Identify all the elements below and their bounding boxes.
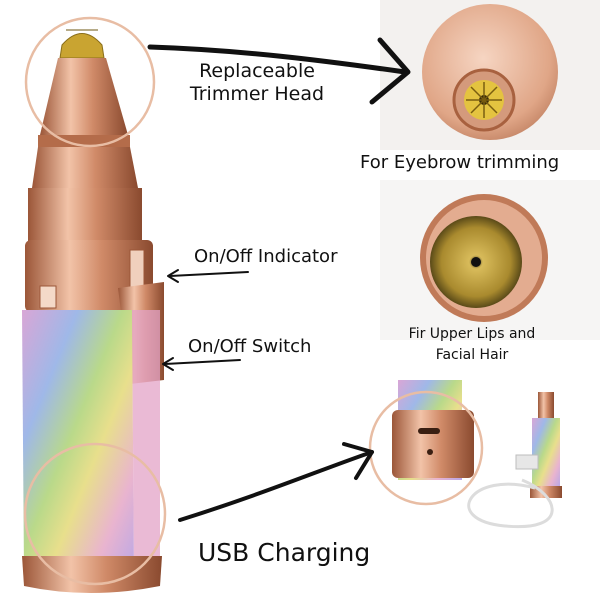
trimmer-head-line1: Replaceable (199, 60, 315, 82)
trimmer-head-ring (24, 16, 156, 148)
upper-lips-line2: Facial Hair (435, 347, 509, 363)
indicator-label: On/Off Indicator (194, 246, 338, 267)
usb-label: USB Charging (198, 538, 371, 567)
eyebrow-label: For Eyebrow trimming (360, 152, 560, 173)
usb-arrow (178, 450, 374, 522)
upper-lips-line1: Fir Upper Lips and (408, 326, 536, 342)
switch-arrow (164, 359, 241, 365)
usb-closeup (368, 380, 562, 529)
trimmer-head-line2: Trimmer Head (189, 83, 325, 105)
trimmer-device (22, 29, 164, 593)
switch-label: On/Off Switch (188, 336, 312, 357)
usb-port-ring-left (23, 442, 167, 586)
upper-lips-label: Fir Upper Lips and Facial Hair (382, 324, 562, 366)
eyebrow-head-closeup (422, 4, 558, 140)
trimmer-head-arrow (147, 44, 408, 75)
facial-head-closeup (420, 194, 548, 322)
indicator-arrow (169, 271, 249, 277)
trimmer-head-label: Replaceable Trimmer Head (182, 60, 332, 106)
